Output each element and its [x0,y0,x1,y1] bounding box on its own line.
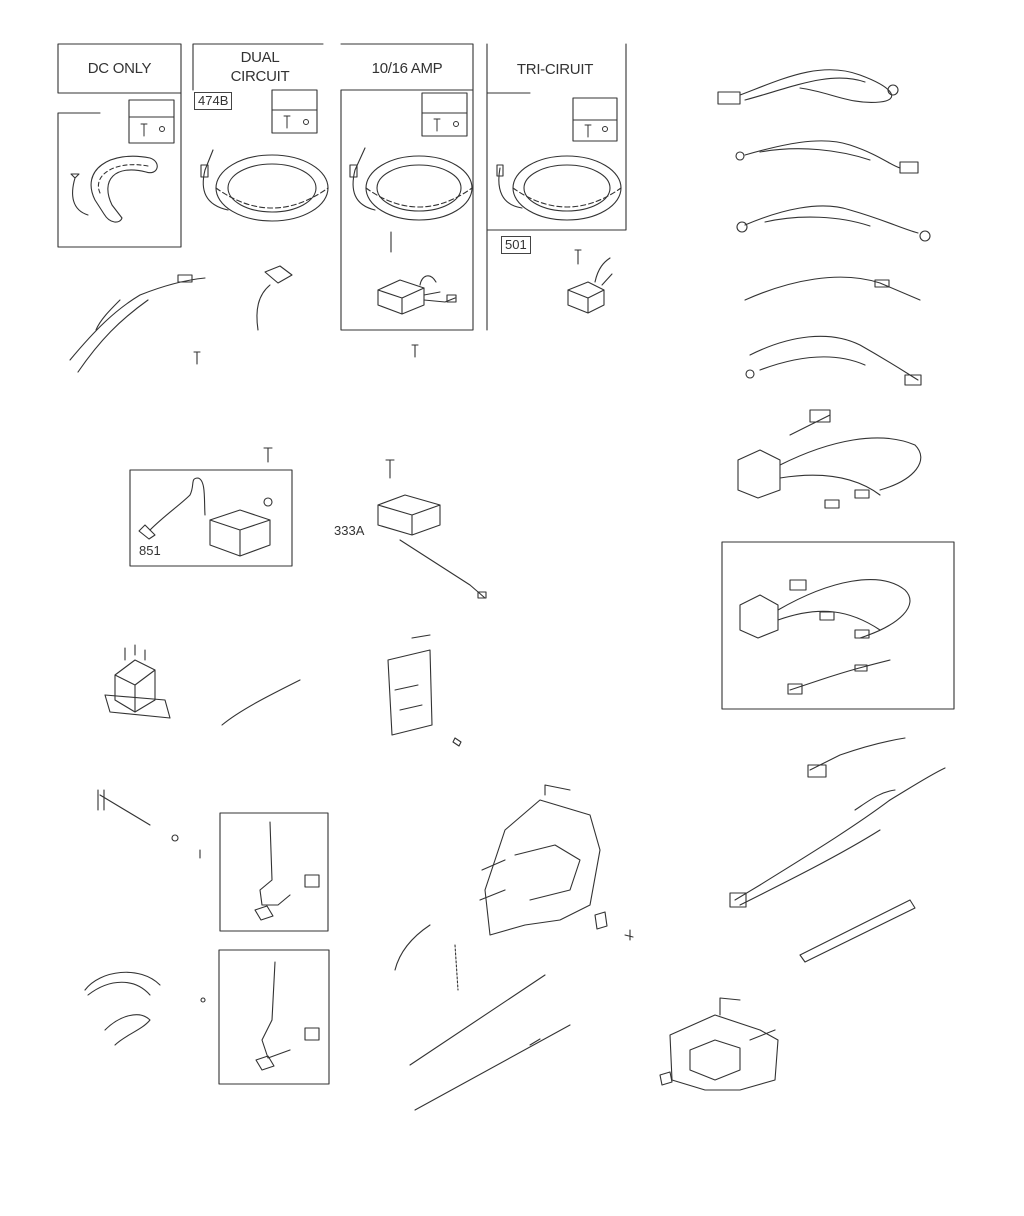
ref-333a-label: 333A [334,523,365,538]
dc-legend-box [128,99,175,144]
dc-only-header-box [57,43,182,94]
tri-regulator-icon [567,249,613,314]
lead-wires [69,265,419,373]
throttle-lever-box [219,812,329,932]
ref-851-box [129,469,293,567]
legend-screw-icons [140,115,608,138]
tube-icon [799,899,916,963]
dual-stator-icon [200,149,329,222]
mount-bracket-icon [659,997,779,1091]
dc-only-title: DC ONLY [87,60,152,77]
tri-circuit-frame [486,43,627,331]
cable-icon [84,971,206,1046]
ref-474b-label: 474B [194,92,233,110]
amp-frame [340,43,474,331]
dual-circuit-frame [192,43,324,91]
dual-legend-box [271,89,318,134]
dc-stator-icon [70,155,158,223]
solenoid-box [129,447,293,567]
throttle-lever-box-2 [218,949,330,1085]
amp-title: 10/16 AMP [371,60,443,77]
wire-harness-2 [735,140,919,174]
regulator-icon [377,275,457,315]
wire-harness-7 [739,579,911,695]
dual-circuit-title-1: DUAL [240,49,280,66]
alternator-panels-frame [57,43,627,331]
amp-legend-box [421,92,468,137]
lever-box-2 [218,949,330,1085]
ref-851-label: 851 [139,543,161,558]
wire-harness-8 [729,737,946,908]
wire-harness-5 [745,335,922,386]
wire-harness-4 [744,276,921,301]
wire-harness-1 [717,69,899,105]
wire-harness-3 [736,205,931,242]
control-rod-icon [97,789,201,859]
lever-box-1 [219,812,329,932]
tri-stator-icon [496,155,622,221]
ref-501-label: 501 [501,236,531,254]
tri-circuit-title: TRI-CIRUIT [516,61,594,78]
harness-box [721,541,955,710]
solenoid-icon [104,644,301,726]
dual-circuit-title-2: CIRCUIT [230,68,290,85]
starter-switch-icon [377,459,487,599]
legend-boxes [128,89,618,144]
dc-only-frame [57,92,182,248]
bracket-icon [387,634,462,747]
amp-stator-icon [349,147,473,253]
wire-harness-6 [737,409,922,509]
control-bracket-icon [394,784,634,1111]
